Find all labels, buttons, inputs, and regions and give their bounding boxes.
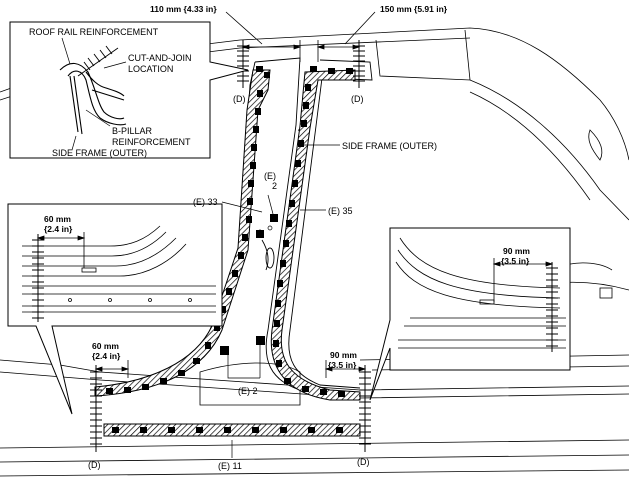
dimension-bottom-right-in: {3.5 in} — [328, 360, 357, 370]
cut-marker-top-left: (D) — [233, 94, 246, 104]
weld-label-e2-top-b: 2 — [272, 181, 278, 191]
cut-and-join-label-line2: LOCATION — [128, 64, 174, 74]
inset-detail-left — [7, 203, 223, 415]
cut-marker-top-right: (D) — [351, 94, 364, 104]
cut-and-join-label-line1: CUT-AND-JOIN — [128, 53, 192, 63]
dimension-bottom-right-mm: 90 mm — [330, 350, 357, 360]
weld-label-e35: (E) 35 — [328, 206, 353, 216]
side-frame-outer-main-label: SIDE FRAME (OUTER) — [342, 141, 438, 151]
spot-welds — [106, 66, 353, 433]
dimension-top-left: 110 mm {4.33 in} — [150, 4, 217, 14]
cut-marker-bottom-right: (D) — [357, 457, 370, 467]
dimension-bottom-left-mm: 60 mm — [92, 341, 119, 351]
weld-label-e11: (E) 11 — [218, 461, 242, 471]
side-frame-outer-inset-label: SIDE FRAME (OUTER) — [52, 148, 148, 158]
dimension-top-right: 150 mm {5.91 in} — [380, 4, 448, 14]
b-pillar-label-line2: REINFORCEMENT — [112, 137, 191, 147]
leader-lines — [221, 144, 340, 458]
inset-detail-right — [369, 227, 571, 401]
b-pillar-label-line1: B-PILLAR — [112, 126, 153, 136]
weld-label-e2-top-a: (E) — [264, 171, 276, 181]
weld-label-e33: (E) 33 — [193, 197, 218, 207]
dimension-inset-right-in: {3.5 in} — [501, 256, 530, 266]
dimension-lines — [94, 11, 376, 378]
dimension-bottom-left-in: {2.4 in} — [92, 351, 121, 361]
dimension-inset-left-mm: 60 mm — [44, 214, 71, 224]
dimension-inset-right-mm: 90 mm — [503, 246, 530, 256]
cut-lines — [90, 40, 371, 452]
roof-rail-reinforcement-label: ROOF RAIL REINFORCEMENT — [29, 27, 159, 37]
cut-marker-bottom-left: (D) — [88, 460, 101, 470]
weld-label-e2-bottom: (E) 2 — [238, 386, 258, 396]
inset-cut-and-join — [9, 21, 249, 159]
dimension-inset-left-in: {2.4 in} — [44, 224, 73, 234]
